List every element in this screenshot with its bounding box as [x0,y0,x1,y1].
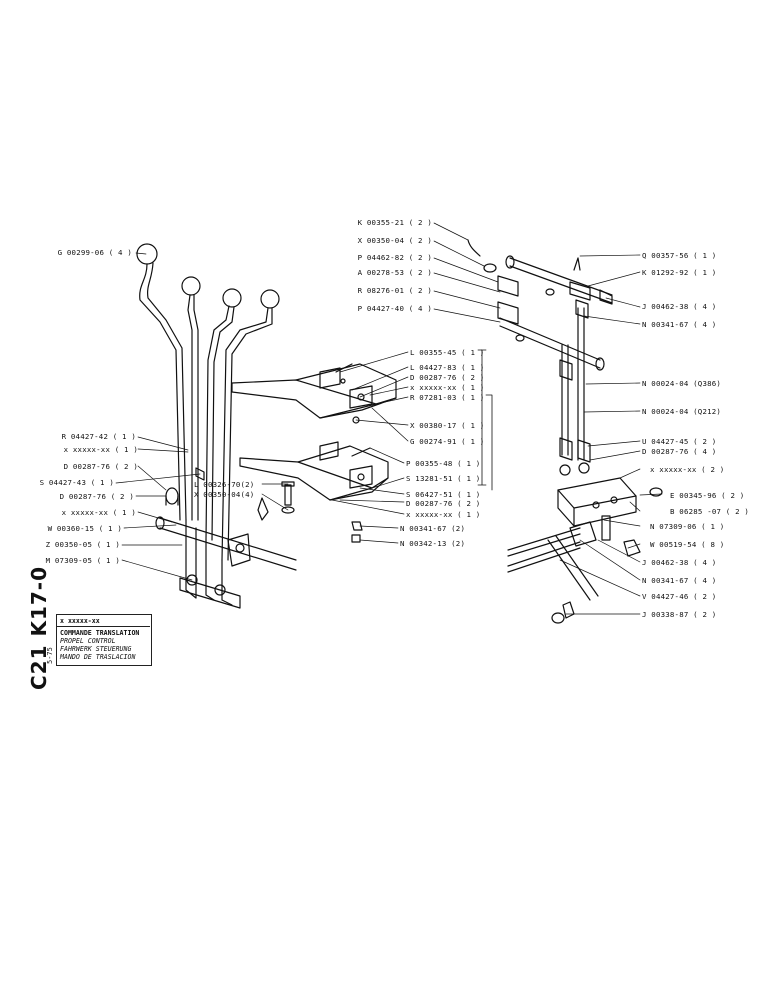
part-label: N 00341-67 (2) [400,524,466,533]
part-label: G 00274-91 ( 1 ) [410,437,485,446]
title-fr: COMMANDE TRANSLATION [60,629,140,637]
part-label: U 04427-45 ( 2 ) [642,437,717,446]
part-label: X 00350-04(4) [194,490,255,499]
leader-lines [115,222,663,615]
title-de: FAHRWERK STEUERUNG [60,645,132,653]
part-label: D 00287-76 ( 2 ) [410,373,485,382]
part-label: B 06285 -07 ( 2 ) [670,507,750,516]
part-label: M 07309-05 ( 1 ) [45,556,120,565]
part-label: x xxxxx-xx ( 1 ) [410,383,485,392]
part-label: D 00287-76 ( 2 ) [59,492,134,501]
part-label: S 06427-51 ( 1 ) [406,490,481,499]
part-label: K 00355-21 ( 2 ) [357,218,432,227]
part-label: N 07309-06 ( 1 ) [650,522,725,531]
lever-knob [260,289,280,309]
part-label: L 04427-83 ( 1 ) [410,363,485,372]
part-label: V 04427-46 ( 2 ) [642,592,717,601]
part-label: X 00350-04 ( 2 ) [357,236,432,245]
part-label: x xxxxx-xx ( 1 ) [63,445,138,454]
drawing-code: C21 K17-0 [27,565,51,690]
lever-knob [181,276,201,296]
lever-assembly [136,243,297,609]
part-label: S 04427-43 ( 1 ) [39,478,114,487]
part-label: A 00278-53 ( 2 ) [357,268,432,277]
part-label: G 00299-06 ( 4 ) [57,248,132,257]
drawing-date: 5-75 [46,647,54,664]
title-box [56,614,152,666]
part-label: Z 00350-05 ( 1 ) [45,540,120,549]
part-label: J 00462-38 ( 4 ) [642,558,717,567]
part-label: x xxxxx-xx ( 2 ) [650,465,725,474]
part-label: X 00380-17 ( 1 ) [410,421,485,430]
pedal-assembly-lower [239,441,389,543]
part-label: L 00326-70(2) [194,480,255,489]
part-label: W 00519-54 ( 8 ) [650,540,725,549]
part-label: N 00341-67 ( 4 ) [642,320,717,329]
part-label: L 00355-45 ( 1 ) [410,348,485,357]
part-label: J 00338-87 ( 2 ) [642,610,717,619]
part-label: D 00287-76 ( 2 ) [63,462,138,471]
part-label: R 04427-42 ( 1 ) [61,432,136,441]
part-label: N 00024-04 (Q386) [642,379,722,388]
part-label: Q 00357-56 ( 1 ) [642,251,717,260]
part-label: x xxxxx-xx ( 1 ) [406,510,481,519]
part-label: R 08276-01 ( 2 ) [357,286,432,295]
reference-code: x xxxxx-xx [60,617,100,625]
part-label: N 00342-13 (2) [400,539,466,548]
part-label: J 00462-38 ( 4 ) [642,302,717,311]
part-label: D 00287-76 ( 2 ) [406,499,481,508]
part-label: N 00341-67 ( 4 ) [642,576,717,585]
part-label: S 13281-51 ( 1 ) [406,474,481,483]
title-es: MANDO DE TRASLACION [60,653,136,661]
part-label: W 00360-15 ( 1 ) [47,524,122,533]
part-label: P 04427-40 ( 4 ) [357,304,432,313]
title-en: PROPEL CONTROL [60,637,116,645]
part-label: R 07281-03 ( 1 ) [410,393,485,402]
part-label: D 00287-76 ( 4 ) [642,447,717,456]
part-label: E 00345-96 ( 2 ) [670,491,745,500]
part-label: K 01292-92 ( 1 ) [642,268,717,277]
part-label: P 04462-82 ( 2 ) [357,253,432,262]
part-label: P 00355-48 ( 1 ) [406,459,481,468]
part-label: x xxxxx-xx ( 1 ) [61,508,136,517]
pedal-assembly-upper [231,363,397,424]
part-label: N 00024-04 (Q212) [642,407,722,416]
linkage-assembly [467,239,663,624]
lever-knob [222,288,242,308]
lever-knob [136,243,158,265]
